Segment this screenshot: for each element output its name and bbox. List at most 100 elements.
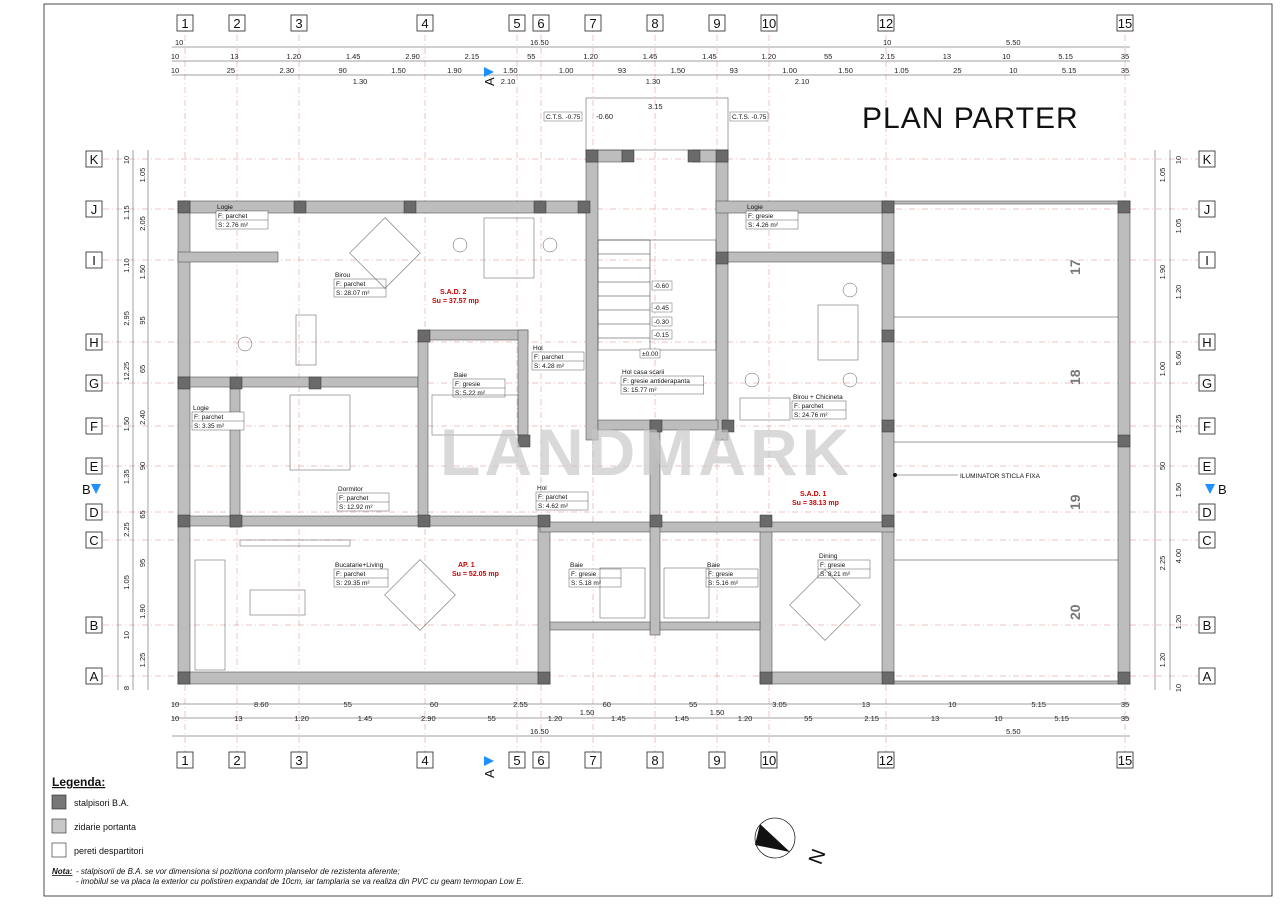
north-arrow: N xyxy=(754,817,831,867)
room-name: Logie xyxy=(747,204,763,211)
legend-item-partitions: pereti despartitori xyxy=(74,846,144,856)
dim-value: 1.20 xyxy=(294,714,309,723)
stair-levels: -0.60-0.45-0.30-0.15±0.00 xyxy=(639,280,673,359)
room-floor: F: parchet xyxy=(339,495,368,502)
dim-value: 4.00 xyxy=(1174,549,1183,564)
room-area: S: 12.92 m² xyxy=(339,504,373,511)
parking-18: 18 xyxy=(1067,369,1083,385)
dim-value: 5.15 xyxy=(1062,66,1077,75)
note-line-2: - imobilul se va placa la exterior cu po… xyxy=(76,877,524,886)
structural-columns xyxy=(177,149,1131,685)
legend-title: Legenda: xyxy=(52,775,105,789)
dim-value: 13 xyxy=(230,52,238,61)
dim-value: 12.25 xyxy=(1174,415,1183,434)
dim-value: 1.05 xyxy=(1174,219,1183,234)
room-name: Dormitor xyxy=(338,486,364,493)
grid-row-D-right: D xyxy=(1202,505,1211,520)
dim-value: 55 xyxy=(689,700,697,709)
watermark: LANDMARK xyxy=(440,415,853,489)
dim-value: 13 xyxy=(862,700,870,709)
grid-col-5-bottom: 5 xyxy=(513,753,520,768)
room-name: Hol xyxy=(537,485,547,492)
dim-value: 1.05 xyxy=(138,168,147,183)
sheet-border xyxy=(43,3,1273,897)
legend-item-masonry: zidarie portanta xyxy=(74,822,136,832)
dim-value: 93 xyxy=(618,66,626,75)
dim-value: 95 xyxy=(138,316,147,324)
dim-value: 55 xyxy=(527,52,535,61)
dim-value: 1.50 xyxy=(122,417,131,432)
grid-row-I-left: I xyxy=(92,253,96,268)
dim-value: 10 xyxy=(171,66,179,75)
dim-value: 2.90 xyxy=(405,52,420,61)
grid-col-15-bottom: 15 xyxy=(1118,753,1132,768)
unit-sad1-area: Su = 38.13 mp xyxy=(792,500,839,507)
grid-row-B-left: B xyxy=(90,618,99,633)
section-a-top: A xyxy=(482,77,497,86)
dim-value: 1.30 xyxy=(646,77,661,86)
dim-value: 5.60 xyxy=(1174,351,1183,366)
grid-row-A-left: A xyxy=(90,669,99,684)
dim-value: 35 xyxy=(1121,52,1129,61)
dim-value: 2.25 xyxy=(1158,556,1167,571)
dim-value: 5.15 xyxy=(1058,52,1073,61)
room-name: Bucatarie+Living xyxy=(335,562,384,569)
grid-row-C-right: C xyxy=(1202,533,1211,548)
legend-swatch-masonry xyxy=(51,818,67,834)
unit-ap1-name: AP. 1 xyxy=(458,562,475,569)
section-b-right: B xyxy=(1218,482,1227,497)
grid-col-8-top: 8 xyxy=(651,16,658,31)
room-area: S: 4.62 m² xyxy=(538,503,569,510)
dim-value: 60 xyxy=(430,700,438,709)
dim-value: 2.30 xyxy=(279,66,294,75)
dim-value: 1.50 xyxy=(1174,483,1183,498)
dim-value: 1.45 xyxy=(346,52,361,61)
north-arrow-circle xyxy=(754,817,796,859)
grid-row-B-right: B xyxy=(1203,618,1212,633)
dim-value: 1.00 xyxy=(559,66,574,75)
grid-col-10-bottom: 10 xyxy=(762,753,776,768)
grid-row-J-right: J xyxy=(1204,202,1211,217)
north-label: N xyxy=(805,846,831,867)
dim-value: 1.45 xyxy=(674,714,689,723)
grid-col-8-bottom: 8 xyxy=(651,753,658,768)
room-name: Baie xyxy=(454,372,467,379)
dim-value: 10 xyxy=(1174,684,1183,692)
dim-value: 2.40 xyxy=(138,410,147,425)
grid-col-1-bottom: 1 xyxy=(181,753,188,768)
dim-value: 25 xyxy=(227,66,235,75)
dim-value: 1.20 xyxy=(1158,653,1167,668)
unit-ap1-area: Su = 52.05 mp xyxy=(452,571,499,578)
dim-bottom-total: 16.50 xyxy=(530,727,549,736)
dim-value: 1.15 xyxy=(122,205,131,220)
dim-value: 1.90 xyxy=(1158,265,1167,280)
dim-value: 1.90 xyxy=(138,604,147,619)
iluminator-label: ILUMINATOR STICLA FIXA xyxy=(960,473,1041,480)
room-name: Hol casa scarii xyxy=(622,369,664,376)
dim-value: 35 xyxy=(1121,700,1129,709)
room-area: S: 2.76 m² xyxy=(218,222,249,229)
grid-col-9-top: 9 xyxy=(713,16,720,31)
dim-value: 1.05 xyxy=(122,575,131,590)
dim-value: 2.05 xyxy=(138,216,147,231)
grid-row-E-left: E xyxy=(90,459,99,474)
furniture xyxy=(194,217,861,671)
dim-value: 10 xyxy=(994,714,1002,723)
room-name: Logie xyxy=(217,204,233,211)
dim-value: 1.35 xyxy=(122,469,131,484)
dim-top-right-total: 5.50 xyxy=(1006,38,1021,47)
dim-value: 1.50 xyxy=(710,708,725,717)
dim-value: 1.20 xyxy=(761,52,776,61)
dim-value: 1.10 xyxy=(122,258,131,273)
section-b-left: B xyxy=(82,482,91,497)
dim-bottom-right-total: 5.50 xyxy=(1006,727,1021,736)
grid-col-4-bottom: 4 xyxy=(421,753,428,768)
dim-top-mid-pad: 10 xyxy=(883,38,891,47)
room-floor: F: parchet xyxy=(336,281,365,288)
note-label: Nota: xyxy=(52,867,73,876)
dim-value: 93 xyxy=(730,66,738,75)
